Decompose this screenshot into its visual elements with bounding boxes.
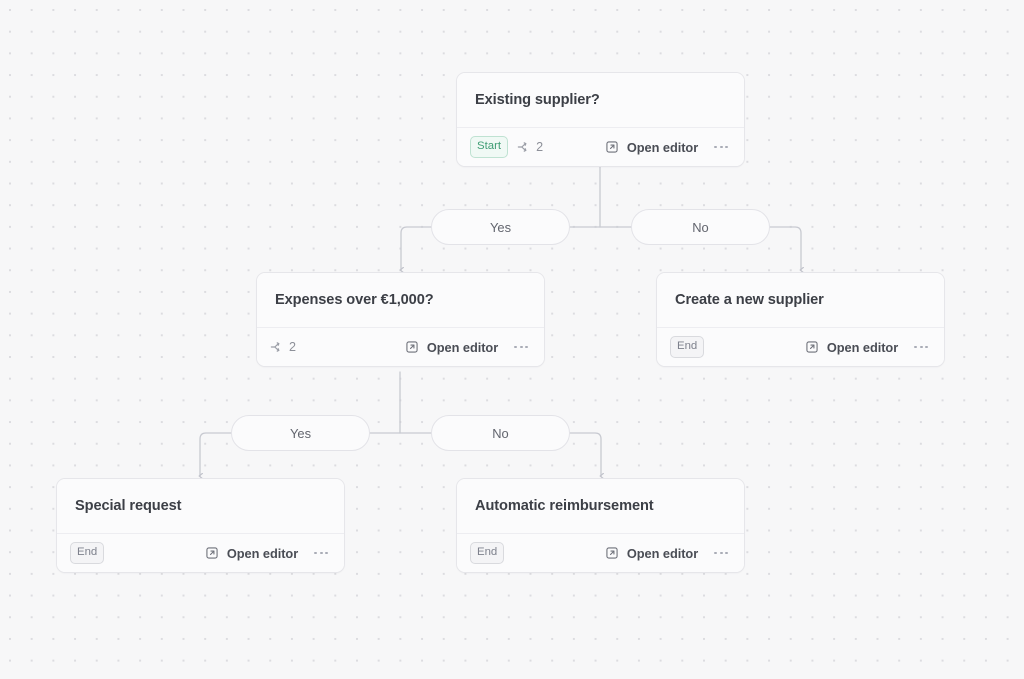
edge-yes-to-node2 bbox=[401, 226, 432, 270]
open-editor-button[interactable]: Open editor bbox=[805, 340, 898, 355]
open-editor-button[interactable]: Open editor bbox=[405, 340, 498, 355]
open-editor-label: Open editor bbox=[826, 339, 899, 355]
open-editor-icon bbox=[205, 546, 219, 560]
more-options-icon[interactable] bbox=[712, 142, 730, 153]
more-options-icon[interactable] bbox=[712, 548, 730, 559]
node-title: Existing supplier? bbox=[475, 92, 600, 108]
status-badge-end: End bbox=[70, 541, 105, 565]
edge-yes-to-node4 bbox=[200, 432, 232, 476]
node-footer: End Open editor bbox=[657, 327, 944, 366]
more-options-icon[interactable] bbox=[312, 548, 330, 559]
edge-label-text: Yes bbox=[489, 219, 512, 235]
more-options-icon[interactable] bbox=[512, 342, 530, 353]
open-editor-icon bbox=[605, 140, 619, 154]
edge-no-to-node3 bbox=[768, 226, 801, 270]
branch-count-group: 2 bbox=[270, 340, 296, 354]
node-title: Create a new supplier bbox=[675, 292, 824, 308]
branch-count: 2 bbox=[536, 140, 544, 154]
node-footer: End Open editor bbox=[57, 533, 344, 572]
open-editor-button[interactable]: Open editor bbox=[605, 140, 698, 155]
branch-count-group: 2 bbox=[517, 140, 543, 154]
node-title: Special request bbox=[75, 498, 182, 514]
open-editor-button[interactable]: Open editor bbox=[605, 546, 698, 561]
edge-label-branch-2-no[interactable]: No bbox=[431, 415, 570, 451]
node-header: Expenses over €1,000? bbox=[257, 273, 544, 327]
status-badge-end: End bbox=[670, 335, 705, 359]
node-title: Expenses over €1,000? bbox=[275, 292, 434, 308]
node-header: Automatic reimbursement bbox=[457, 479, 744, 533]
node-special-request[interactable]: Special request End Open editor bbox=[56, 478, 345, 573]
node-automatic-reimbursement[interactable]: Automatic reimbursement End Open editor bbox=[456, 478, 745, 573]
edge-no-to-node5 bbox=[568, 432, 601, 476]
open-editor-label: Open editor bbox=[626, 545, 699, 561]
node-title: Automatic reimbursement bbox=[475, 498, 654, 514]
status-badge-start: Start bbox=[470, 135, 509, 159]
edge-label-branch-1-yes[interactable]: Yes bbox=[431, 209, 570, 245]
open-editor-label: Open editor bbox=[226, 545, 299, 561]
node-header: Special request bbox=[57, 479, 344, 533]
more-options-icon[interactable] bbox=[912, 342, 930, 353]
edge-label-branch-1-no[interactable]: No bbox=[631, 209, 770, 245]
edge-label-text: Yes bbox=[289, 425, 312, 441]
node-footer: 2 Open editor bbox=[257, 327, 544, 366]
branch-count: 2 bbox=[289, 340, 297, 354]
node-expenses-over-1000[interactable]: Expenses over €1,000? 2 bbox=[256, 272, 545, 367]
edge-label-text: No bbox=[492, 425, 509, 441]
node-header: Create a new supplier bbox=[657, 273, 944, 327]
edge-label-branch-2-yes[interactable]: Yes bbox=[231, 415, 370, 451]
branch-split-icon bbox=[270, 340, 284, 354]
node-footer: Start 2 bbox=[457, 127, 744, 166]
open-editor-label: Open editor bbox=[426, 339, 499, 355]
open-editor-label: Open editor bbox=[626, 139, 699, 155]
node-create-new-supplier[interactable]: Create a new supplier End Open editor bbox=[656, 272, 945, 367]
node-footer: End Open editor bbox=[457, 533, 744, 572]
branch-split-icon bbox=[517, 140, 531, 154]
open-editor-icon bbox=[605, 546, 619, 560]
open-editor-icon bbox=[805, 340, 819, 354]
node-header: Existing supplier? bbox=[457, 73, 744, 127]
open-editor-icon bbox=[405, 340, 419, 354]
edge-label-text: No bbox=[692, 219, 709, 235]
node-existing-supplier[interactable]: Existing supplier? Start 2 bbox=[456, 72, 745, 167]
open-editor-button[interactable]: Open editor bbox=[205, 546, 298, 561]
status-badge-end: End bbox=[470, 541, 505, 565]
